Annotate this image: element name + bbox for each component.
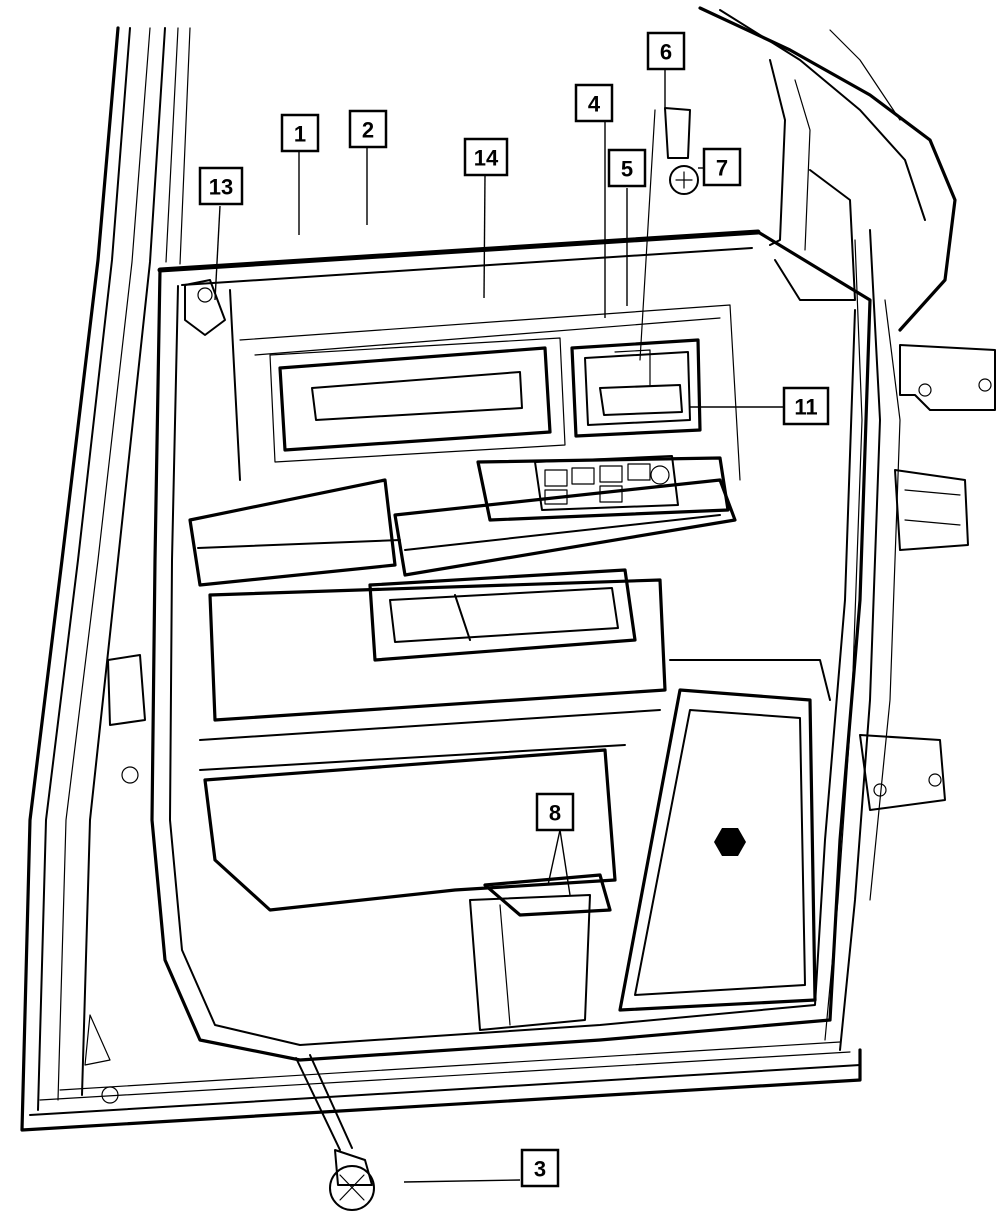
callout-label-5: 5 [621, 157, 633, 182]
callout-7: 7 [702, 147, 742, 187]
door-trim-panel [150, 229, 872, 1062]
callout-label-1: 1 [294, 122, 306, 147]
callout-5: 5 [607, 148, 647, 188]
callout-3: 3 [520, 1148, 560, 1188]
callout-label-14: 14 [474, 146, 499, 171]
callout-2: 2 [348, 109, 388, 149]
door-shell [20, 6, 996, 1132]
callout-label-3: 3 [534, 1157, 546, 1182]
callout-13: 13 [198, 166, 244, 206]
callout-label-4: 4 [588, 92, 601, 117]
callout-label-7: 7 [716, 156, 728, 181]
callout-14: 14 [463, 137, 509, 177]
push-pin-retainer [639, 107, 699, 361]
callout-11: 11 [782, 386, 830, 426]
callout-label-6: 6 [660, 40, 672, 65]
fastener-screw [295, 1054, 375, 1211]
leader-lines [214, 70, 785, 1183]
callout-label-8: 8 [549, 801, 561, 826]
callout-label-2: 2 [362, 118, 374, 143]
callout-4: 4 [574, 83, 614, 123]
callout-1: 1 [280, 113, 320, 153]
callout-8: 8 [535, 792, 575, 832]
callout-label-11: 11 [794, 395, 817, 420]
callout-label-13: 13 [209, 175, 233, 200]
callout-6: 6 [646, 31, 686, 71]
